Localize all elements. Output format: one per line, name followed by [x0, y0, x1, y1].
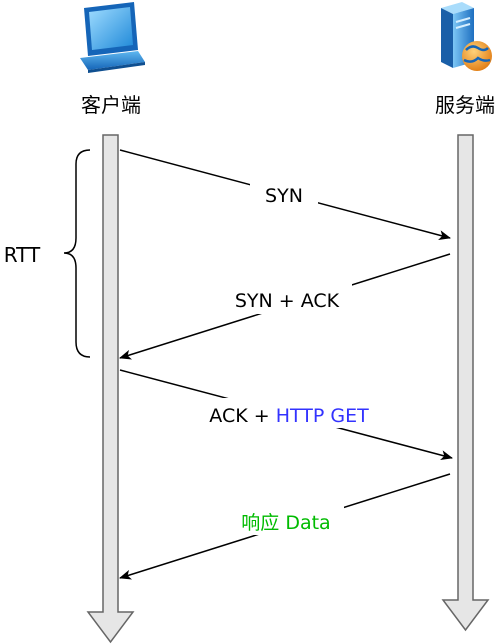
ack-http-get-label: ACK + HTTP GET: [209, 405, 369, 427]
syn-label-text: SYN: [265, 185, 303, 207]
server-globe-icon: [441, 2, 492, 71]
ack-label-text: ACK +: [209, 405, 275, 427]
syn-ack-label: SYN + ACK: [235, 290, 340, 312]
client-label: 客户端: [81, 93, 141, 117]
server-lifeline: [441, 134, 490, 632]
server-label: 服务端: [435, 93, 495, 117]
response-label-text: 响应 Data: [241, 512, 330, 534]
response-label: 响应 Data: [241, 512, 330, 534]
http-get-label-text: HTTP GET: [276, 405, 369, 427]
rtt-brace: [63, 149, 91, 358]
syn-ack-label-text: SYN + ACK: [235, 290, 340, 312]
laptop-icon: [80, 2, 145, 73]
rtt-label: RTT: [4, 243, 41, 267]
syn-label: SYN: [265, 185, 303, 207]
client-lifeline: [86, 134, 135, 644]
